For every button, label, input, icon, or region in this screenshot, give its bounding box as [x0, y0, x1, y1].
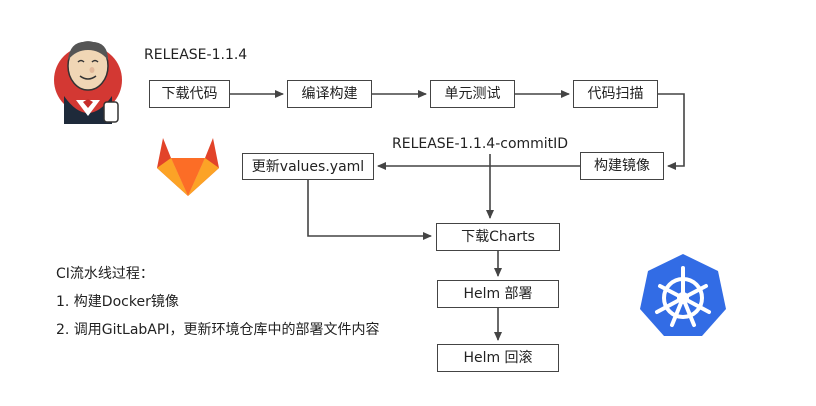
step-helm-rollback: Helm 回滚 [437, 344, 559, 372]
gitlab-logo-icon [157, 138, 219, 196]
step-download-code: 下载代码 [149, 80, 230, 108]
step-compile-build: 编译构建 [287, 80, 372, 108]
step-build-image: 构建镜像 [580, 152, 664, 180]
step-helm-deploy: Helm 部署 [437, 280, 559, 308]
step-update-values: 更新values.yaml [242, 153, 374, 180]
step-unit-test: 单元测试 [430, 80, 515, 108]
step-code-scan: 代码扫描 [573, 80, 658, 108]
arrow-values-to-charts [307, 178, 432, 240]
ci-notes-title: CI流水线过程： [56, 266, 154, 282]
release-tag-label: RELEASE-1.1.4 [144, 47, 248, 63]
arrow-scan-to-image [658, 93, 685, 170]
step-download-charts: 下载Charts [436, 223, 560, 251]
jenkins-logo-icon [54, 41, 122, 124]
ci-notes-item-2: 2. 调用GitLabAPI，更新环境仓库中的部署文件内容 [56, 322, 380, 338]
release-commit-label: RELEASE-1.1.4-commitID [392, 136, 569, 152]
ci-notes-item-1: 1. 构建Docker镜像 [56, 294, 179, 310]
kubernetes-logo-icon [640, 254, 726, 336]
